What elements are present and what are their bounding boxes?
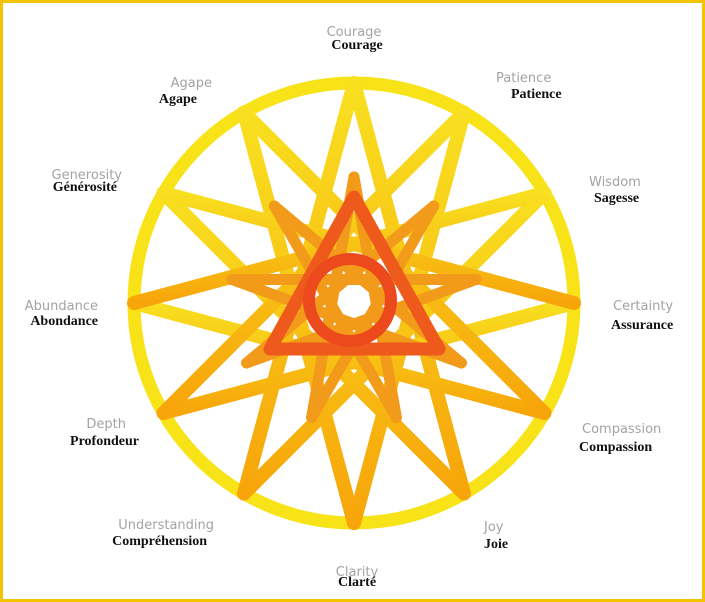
label-clarity-en: Clarity [336, 565, 379, 580]
outer-ring [127, 76, 581, 530]
label-generosity: Generosity Générosité [52, 168, 123, 195]
label-joy: Joy Joie [483, 520, 508, 552]
label-courage-fr: Courage [331, 38, 382, 53]
label-courage-en: Courage [327, 25, 382, 40]
label-abundance-fr: Abondance [30, 314, 98, 329]
label-compassion-en: Compassion [582, 422, 661, 437]
label-wisdom-fr: Sagesse [594, 191, 639, 206]
label-compassion-fr: Compassion [579, 440, 652, 455]
label-agape: Agape Agape [159, 76, 212, 107]
label-understanding: Understanding Compréhension [112, 518, 214, 549]
outer-star-line [156, 296, 581, 420]
label-agape-fr: Agape [159, 92, 197, 107]
label-depth-fr: Profondeur [70, 434, 139, 449]
label-understanding-fr: Compréhension [112, 534, 207, 549]
label-depth-en: Depth [86, 417, 126, 432]
label-patience-fr: Patience [511, 87, 562, 102]
label-certainty: Certainty Assurance [611, 299, 673, 333]
label-clarity: Clarity Clarté [336, 565, 379, 590]
label-clarity-fr: Clarté [338, 575, 376, 590]
label-joy-en: Joy [483, 520, 504, 535]
label-agape-en: Agape [171, 76, 212, 91]
label-depth: Depth Profondeur [70, 417, 139, 449]
label-patience-en: Patience [496, 71, 551, 86]
label-abundance: Abundance Abondance [25, 299, 98, 329]
label-wisdom-en: Wisdom [589, 175, 641, 190]
center-circle [303, 253, 397, 347]
label-patience: Patience Patience [496, 71, 562, 102]
label-certainty-en: Certainty [613, 299, 673, 314]
label-certainty-fr: Assurance [611, 318, 673, 333]
label-joy-fr: Joie [484, 537, 508, 552]
label-generosity-en: Generosity [52, 168, 123, 183]
label-wisdom: Wisdom Sagesse [589, 175, 641, 206]
label-courage: Courage Courage [327, 25, 383, 53]
label-generosity-fr: Générosité [53, 180, 117, 195]
label-compassion: Compassion Compassion [579, 422, 661, 455]
label-abundance-en: Abundance [25, 299, 98, 314]
label-understanding-en: Understanding [118, 518, 214, 533]
outer-star-line [127, 296, 552, 420]
